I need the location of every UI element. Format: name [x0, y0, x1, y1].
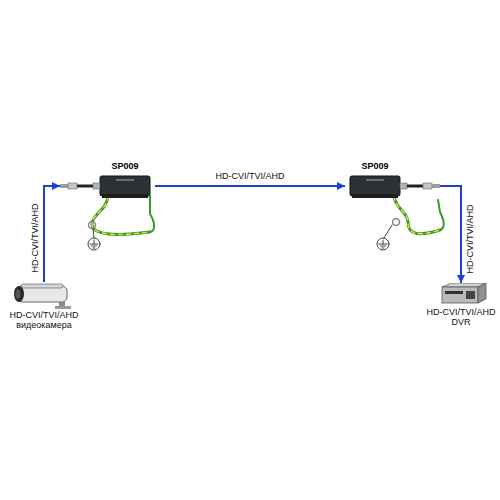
surge-protector: SP009 [345, 160, 440, 200]
ground-wire-left [88, 196, 154, 250]
device-caption: HD-CVI/TVI/AHD DVR [422, 307, 500, 327]
signal-line [440, 186, 461, 283]
surge-protector-body [345, 174, 440, 200]
surge-protector-body [60, 174, 155, 200]
device-model: SP009 [100, 160, 150, 172]
signal-label: HD-CVI/TVI/AHD [30, 202, 40, 273]
signal-line [44, 186, 60, 282]
device-model: SP009 [350, 160, 400, 172]
video-camera: HD-CVI/TVI/AHD видеокамера [3, 282, 85, 330]
device-caption: HD-CVI/TVI/AHD видеокамера [3, 310, 85, 330]
dvr-recorder: HD-CVI/TVI/AHD DVR [422, 283, 500, 327]
ground-wire-right [377, 196, 444, 250]
camera-icon [3, 282, 85, 310]
signal-label: HD-CVI/TVI/AHD [214, 171, 285, 181]
dvr-icon [422, 283, 500, 307]
signal-line [155, 185, 345, 187]
surge-protector: SP009 [60, 160, 155, 200]
signal-label: HD-CVI/TVI/AHD [465, 203, 475, 274]
